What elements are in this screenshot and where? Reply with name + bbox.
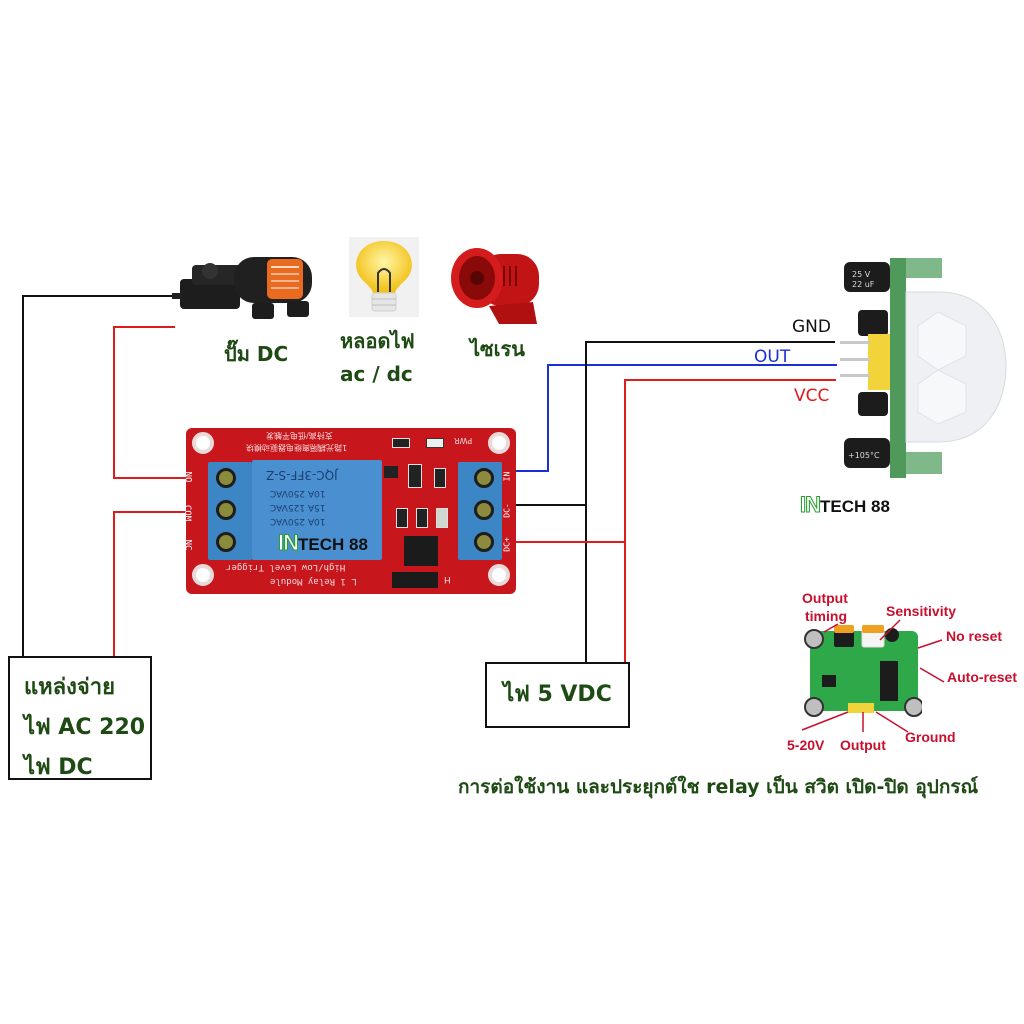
wire-vcc-vertical [624, 379, 626, 663]
pir-board-icon [804, 625, 924, 717]
relay-rating-1: 10A 250VAC [270, 488, 326, 498]
light-bulb-icon [349, 237, 419, 317]
wire-in-to-out-b [547, 364, 549, 472]
screw-terminal-nc[interactable] [216, 532, 236, 552]
leader-sensitivity [879, 619, 901, 641]
mount-hole [488, 432, 510, 454]
smd-resistor [416, 508, 428, 528]
output-terminal-block [208, 462, 252, 560]
wire-dcminus-to-gnd-a [514, 504, 587, 506]
pwr-label: PWR [454, 436, 473, 445]
smd-resistor [396, 508, 408, 528]
pir-annotation-lines [801, 619, 945, 733]
relay-body: JQC-3FF-S-Z 10A 250VAC 15A 125VAC 10A 25… [252, 460, 382, 560]
screw-terminal-in[interactable] [474, 468, 494, 488]
screw-terminal-dc-plus[interactable] [474, 532, 494, 552]
annotation-output: Output [840, 737, 886, 753]
optocoupler [404, 536, 438, 566]
power-source-line-3: ไฟ DC [24, 755, 93, 780]
diagram-caption: การต่อใช้งาน และประยุกต์ใช relay เป็น สว… [458, 776, 979, 798]
wire-in-to-out-c [547, 364, 837, 366]
mount-hole [488, 564, 510, 586]
wire-pump-to-no-top [113, 326, 175, 328]
silk-sub: High/Low Level Trigger [226, 562, 346, 572]
lamp-label-line1: หลอดไฟ [340, 329, 415, 353]
lamp-label-line2: ac / dc [340, 362, 413, 386]
pin-label-out: OUT [754, 347, 791, 367]
diode [408, 464, 422, 488]
annotation-output-timing-2: timing [805, 608, 847, 624]
screw-terminal-com[interactable] [216, 500, 236, 520]
pin-label-vcc: VCC [794, 386, 830, 406]
siren-label: ไซเรน [470, 337, 525, 361]
terminal-label-no: NO [182, 471, 193, 483]
wire-vcc-top [624, 379, 836, 381]
mount-hole [192, 432, 214, 454]
leader-auto-reset [919, 667, 945, 683]
wire-com-to-source-vertical [113, 511, 115, 657]
power-source-line-2: ไฟ AC 220 [24, 715, 146, 740]
wire-in-to-out-a [514, 470, 549, 472]
wire-source-to-pump-vertical [22, 295, 24, 657]
leader-output-timing [823, 623, 839, 633]
screw-terminal-no[interactable] [216, 468, 236, 488]
mount-hole [192, 564, 214, 586]
smd-resistor [434, 468, 446, 488]
terminal-label-nc: NC [182, 539, 193, 551]
pump-label: ปั๊ม DC [224, 342, 289, 366]
dc-water-pump-icon [172, 243, 322, 328]
power-source-box: แหล่งจ่าย ไฟ AC 220 ไฟ DC [8, 656, 152, 780]
pin-label-gnd: GND [792, 317, 831, 337]
dc-supply-label: ไฟ 5 VDC [503, 682, 612, 707]
terminal-label-com: COM [182, 504, 193, 522]
silk-cn-line1: 支持高/低电平触发 [266, 431, 333, 440]
terminal-label-dc-plus: DC+ [502, 537, 512, 552]
transistor [384, 466, 398, 478]
smd-resistor [392, 438, 410, 448]
wire-gnd-vertical [585, 341, 587, 663]
power-led [426, 438, 444, 448]
trigger-jumper[interactable] [392, 572, 438, 588]
wire-gnd-top [585, 341, 835, 343]
terminal-label-in: IN [502, 471, 512, 482]
terminal-label-dc-minus: DC- [502, 503, 512, 518]
annotation-ground: Ground [905, 729, 956, 745]
wire-pump-to-no-bottom [113, 477, 187, 479]
annotation-no-reset: No reset [946, 628, 1003, 644]
relay-rating-3: 10A 250VAC [270, 516, 326, 526]
svg-text:+105°C: +105°C [848, 451, 880, 460]
indicator-led [436, 508, 448, 528]
annotation-output-timing-1: Output [802, 590, 848, 606]
wire-pump-to-no-vertical [113, 326, 115, 478]
screw-terminal-dc-minus[interactable] [474, 500, 494, 520]
silk-cn-line2: 1路光耦隔离继电器驱动模块 [246, 443, 348, 452]
svg-text:22 uF: 22 uF [852, 280, 875, 289]
relay-part-number: JQC-3FF-S-Z [266, 468, 338, 482]
power-source-line-1: แหล่งจ่าย [24, 675, 116, 700]
relay-module: NO COM NC JQC-3FF-S-Z 10A 250VAC 15A 125… [182, 428, 516, 594]
pir-sensor-icon: 25 V 22 uF +105°C [838, 252, 1008, 484]
silk-title: L 1 Relay Module [270, 576, 357, 586]
leader-ground [875, 711, 909, 733]
input-terminal-block [458, 462, 502, 560]
leader-supply [801, 711, 849, 731]
annotation-sensitivity: Sensitivity [886, 603, 957, 619]
leader-no-reset [917, 639, 943, 649]
wire-dcplus-to-vcc-a [514, 541, 626, 543]
watermark-logo-relay: INTECH 88 [278, 530, 368, 556]
annotation-auto-reset: Auto-reset [947, 669, 1018, 685]
watermark-logo: INTECH 88 [800, 492, 890, 518]
jumper-label-h: H [444, 574, 451, 584]
annotation-supply: 5-20V [787, 737, 825, 753]
dc-supply-box: ไฟ 5 VDC [485, 662, 630, 728]
svg-text:25 V: 25 V [852, 270, 871, 279]
red-siren-icon [449, 236, 545, 328]
relay-rating-2: 15A 125VAC [270, 502, 326, 512]
wire-source-to-pump-horizontal [22, 295, 178, 297]
wire-com-to-source-horizontal [113, 511, 187, 513]
